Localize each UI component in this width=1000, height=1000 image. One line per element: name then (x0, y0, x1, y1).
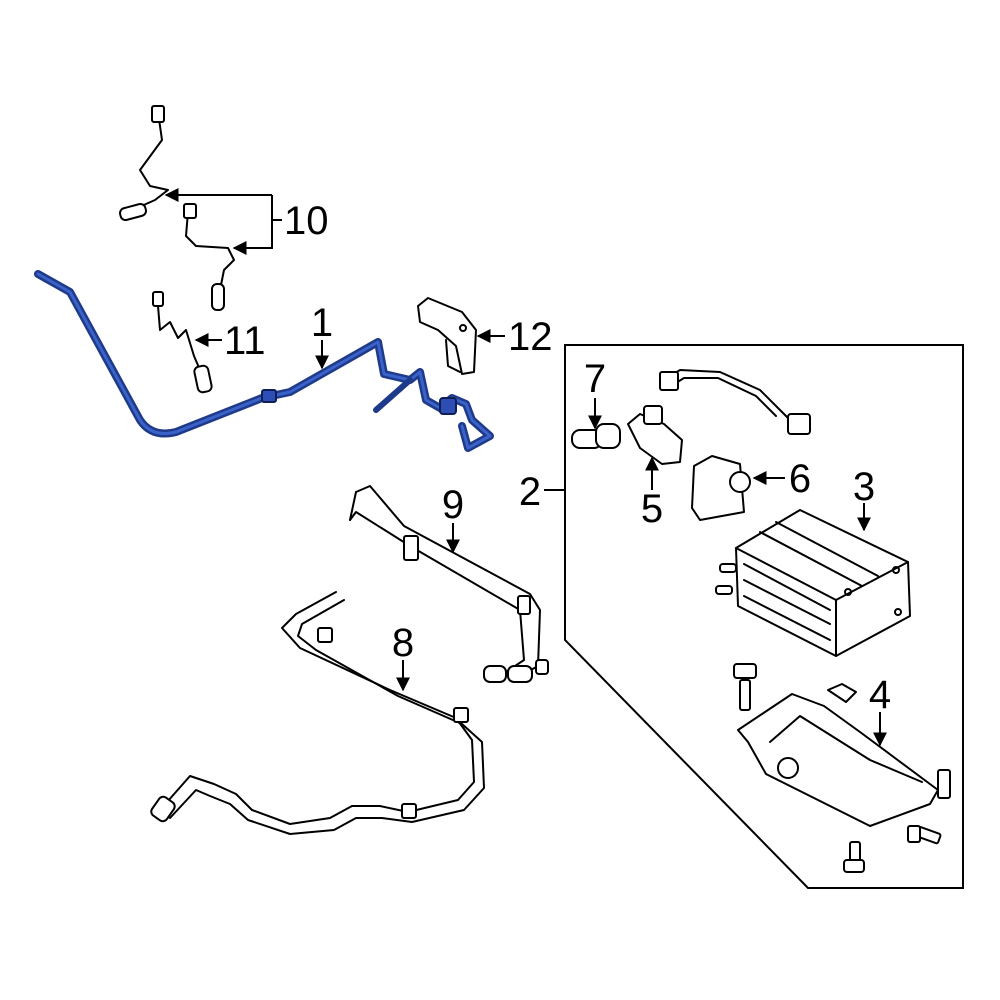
part-11-sensor[interactable] (152, 291, 213, 394)
callout-12: 12 (508, 315, 553, 359)
part-5-purge-valve[interactable] (627, 369, 811, 465)
part-9-tube-assembly[interactable] (349, 485, 549, 683)
part-12-bracket[interactable] (417, 297, 477, 375)
callout-2: 2 (519, 470, 541, 514)
callout-7: 7 (584, 357, 606, 401)
assembly-2-frame (564, 344, 964, 889)
part-3-canister[interactable] (715, 509, 911, 657)
part-6-valve-block[interactable] (691, 455, 751, 521)
callout-6: 6 (789, 457, 811, 501)
part-1-vapor-tube[interactable] (34, 270, 494, 452)
callout-4: 4 (869, 673, 891, 717)
leaders (164, 188, 887, 747)
callout-8: 8 (392, 621, 414, 665)
part-7-elbow-connector[interactable] (571, 423, 621, 449)
callout-3: 3 (853, 465, 875, 509)
part-10-sensor-harness[interactable] (119, 105, 235, 311)
part-8-hose[interactable] (149, 591, 485, 835)
callout-1: 1 (311, 301, 333, 345)
part-4-shield[interactable] (733, 663, 951, 873)
callout-11: 11 (224, 319, 266, 363)
callout-10: 10 (284, 199, 329, 243)
callout-5: 5 (641, 487, 663, 531)
callout-9: 9 (442, 483, 464, 527)
